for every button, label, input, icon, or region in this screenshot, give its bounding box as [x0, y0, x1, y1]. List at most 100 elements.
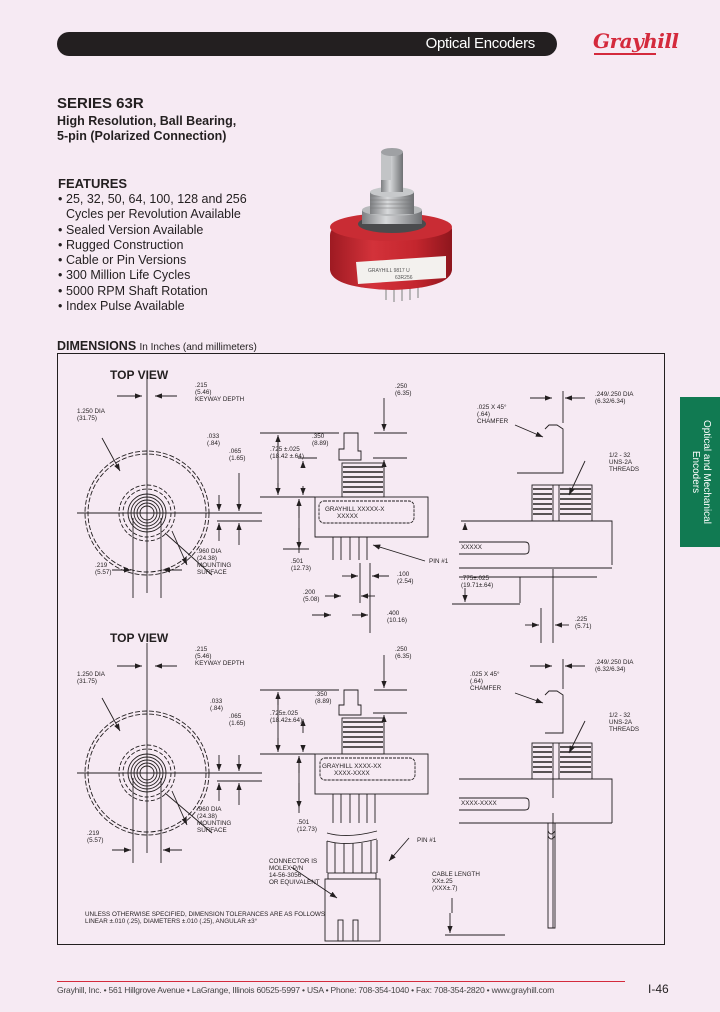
- svg-text:MOUNTING: MOUNTING: [197, 820, 231, 827]
- svg-text:SURFACE: SURFACE: [197, 827, 227, 834]
- bullet-icon: •: [58, 237, 63, 252]
- svg-text:1.250 DIA: 1.250 DIA: [77, 408, 106, 415]
- svg-text:.065: .065: [229, 713, 242, 720]
- svg-text:.725 ±.025: .725 ±.025: [270, 446, 300, 453]
- svg-text:(5.08): (5.08): [303, 596, 319, 603]
- svg-text:(6.35): (6.35): [395, 653, 411, 660]
- svg-text:XXXX-XXXX: XXXX-XXXX: [461, 800, 497, 807]
- end-view-2: [459, 659, 613, 929]
- svg-text:.215: .215: [195, 646, 208, 653]
- section-side-tab[interactable]: Optical and Mechanical Encoders: [680, 397, 720, 547]
- svg-text:.025 X 45°: .025 X 45°: [477, 403, 507, 411]
- subtitle-line-1: High Resolution, Ball Bearing,: [57, 114, 237, 128]
- top-view-1: [77, 373, 262, 598]
- bullet-icon: •: [58, 222, 63, 237]
- svg-text:(6.32/6.34): (6.32/6.34): [595, 666, 625, 673]
- svg-text:(12.73): (12.73): [291, 565, 311, 572]
- end-view-1: [452, 391, 613, 643]
- svg-text:(5.46): (5.46): [195, 653, 211, 660]
- svg-text:GRAYHILL XXXX-XX: GRAYHILL XXXX-XX: [322, 763, 382, 770]
- svg-text:14-56-3056: 14-56-3056: [269, 872, 302, 879]
- section-header-bar: Optical Encoders: [57, 32, 557, 56]
- svg-text:(.84): (.84): [207, 440, 220, 447]
- svg-text:(6.32/6.34): (6.32/6.34): [595, 398, 625, 405]
- side-tab-label: Optical and Mechanical Encoders: [690, 420, 712, 524]
- svg-text:63R256: 63R256: [395, 275, 413, 281]
- encoder-product-photo: GRAYHILL 9817 U 63R256: [330, 148, 452, 302]
- svg-text:PIN #1: PIN #1: [429, 558, 449, 565]
- svg-text:(18.42±.64): (18.42±.64): [270, 717, 302, 724]
- feature-item: •300 Million Life Cycles: [58, 268, 191, 283]
- bullet-icon: •: [58, 283, 63, 298]
- svg-text:.249/.250 DIA: .249/.250 DIA: [595, 391, 634, 398]
- svg-text:.250: .250: [395, 646, 408, 653]
- svg-text:(6.35): (6.35): [395, 390, 411, 397]
- svg-text:(24.38): (24.38): [197, 813, 217, 820]
- svg-text:.775±.025: .775±.025: [461, 575, 489, 582]
- bullet-icon: •: [58, 268, 63, 283]
- svg-text:MOLEX P/N: MOLEX P/N: [269, 865, 304, 872]
- svg-text:(10.16): (10.16): [387, 617, 407, 624]
- logo-underline: [594, 53, 656, 55]
- svg-text:CHAMFER: CHAMFER: [470, 685, 502, 692]
- svg-text:.219: .219: [87, 830, 100, 837]
- feature-item: •Rugged Construction: [58, 237, 184, 252]
- svg-text:(.64): (.64): [477, 411, 490, 418]
- footer-divider: [57, 981, 625, 982]
- dimensions-units: In Inches (and millimeters): [139, 342, 257, 353]
- svg-text:.025 X 45°: .025 X 45°: [470, 670, 500, 678]
- svg-text:(31.75): (31.75): [77, 678, 97, 685]
- svg-text:TOP VIEW: TOP VIEW: [110, 368, 169, 382]
- dimensions-drawing-frame: [57, 353, 665, 945]
- svg-text:.350: .350: [315, 691, 328, 698]
- svg-text:1/2 - 32: 1/2 - 32: [609, 452, 631, 459]
- svg-text:.400: .400: [387, 610, 400, 617]
- bullet-icon: •: [58, 253, 63, 268]
- subtitle-line-2: 5-pin (Polarized Connection): [57, 129, 227, 143]
- svg-text:(31.75): (31.75): [77, 415, 97, 422]
- features-heading: FEATURES: [58, 176, 128, 191]
- svg-text:CONNECTOR IS: CONNECTOR IS: [269, 858, 317, 865]
- svg-text:(.84): (.84): [210, 705, 223, 712]
- svg-text:SURFACE: SURFACE: [197, 569, 227, 576]
- svg-text:(2.54): (2.54): [397, 578, 413, 585]
- bullet-icon: •: [58, 299, 63, 314]
- svg-text:KEYWAY DEPTH: KEYWAY DEPTH: [195, 660, 245, 667]
- svg-text:UNS-2A: UNS-2A: [609, 459, 633, 466]
- svg-text:.033: .033: [207, 433, 220, 440]
- svg-text:(12.73): (12.73): [297, 826, 317, 833]
- svg-text:XXXX-XXXX: XXXX-XXXX: [334, 770, 370, 777]
- svg-text:.350: .350: [312, 433, 325, 440]
- svg-text:(.64): (.64): [470, 678, 483, 685]
- svg-text:.033: .033: [210, 698, 223, 705]
- svg-text:.215: .215: [195, 382, 208, 389]
- svg-text:GRAYHILL XXXXX-X: GRAYHILL XXXXX-X: [325, 506, 385, 513]
- svg-text:(24.38): (24.38): [197, 555, 217, 562]
- svg-text:.501: .501: [297, 819, 310, 826]
- product-subtitle: High Resolution, Ball Bearing, 5-pin (Po…: [57, 114, 236, 144]
- svg-text:(19.71±.64): (19.71±.64): [461, 582, 493, 589]
- svg-text:CHAMFER: CHAMFER: [477, 418, 509, 425]
- svg-text:.501: .501: [291, 558, 304, 565]
- series-title: SERIES 63R: [57, 95, 144, 112]
- svg-text:UNS-2A: UNS-2A: [609, 719, 633, 726]
- svg-text:.249/.250 DIA: .249/.250 DIA: [595, 659, 634, 666]
- svg-text:.100: .100: [397, 571, 410, 578]
- svg-text:(1.65): (1.65): [229, 720, 245, 727]
- svg-text:(5.71): (5.71): [575, 623, 591, 630]
- svg-text:.960 DIA: .960 DIA: [197, 548, 222, 555]
- svg-text:XXXXX: XXXXX: [461, 544, 483, 551]
- svg-text:.250: .250: [395, 383, 408, 390]
- top-view-2: [77, 643, 262, 863]
- svg-text:XX±.25: XX±.25: [432, 878, 453, 885]
- section-title: Optical Encoders: [425, 35, 536, 52]
- page-number: I-46: [648, 982, 669, 996]
- svg-text:.960 DIA: .960 DIA: [197, 806, 222, 813]
- svg-text:THREADS: THREADS: [609, 466, 639, 473]
- svg-text:.219: .219: [95, 562, 108, 569]
- svg-text:KEYWAY DEPTH: KEYWAY DEPTH: [195, 396, 245, 403]
- grayhill-logo: Grayhill: [593, 29, 679, 53]
- svg-text:GRAYHILL 9817 U: GRAYHILL 9817 U: [368, 268, 410, 274]
